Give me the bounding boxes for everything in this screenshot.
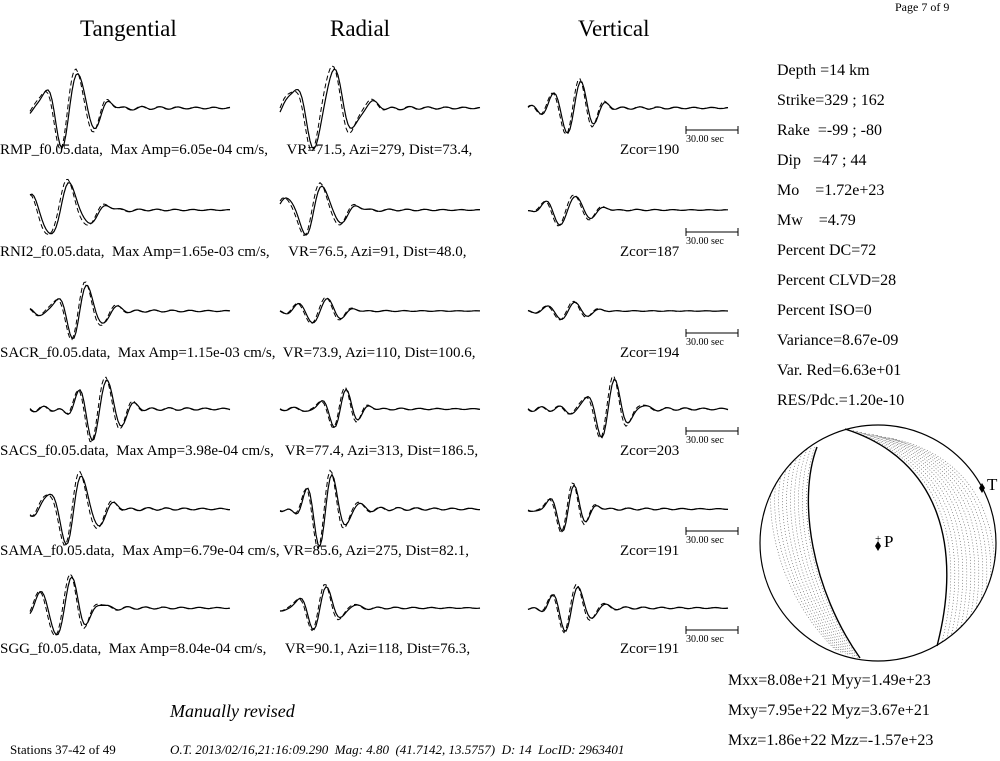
observed-waveform-rni2-radial [279, 185, 480, 236]
observed-waveform-rmp-radial [279, 68, 481, 150]
param-variance: Variance=8.67e-09 [777, 332, 899, 349]
station-label-sacs: SACS_f0.05.data, Max Amp=3.98e-04 cm/s, … [0, 443, 479, 459]
t-axis-diamond [979, 483, 985, 493]
zcor-rmp: Zcor=190 [620, 142, 680, 158]
observed-waveform-sama-radial [279, 473, 480, 548]
observed-waveform-sgg-tangential [29, 575, 231, 636]
synthetic-waveform-rmp-tangential [29, 68, 231, 151]
param-res-pdc: RES/Pdc.=1.20e-10 [777, 392, 905, 409]
zcor-rni2: Zcor=187 [620, 244, 680, 260]
observed-waveform-sacs-vertical [527, 378, 729, 439]
synthetic-waveform-rni2-vertical [527, 194, 729, 227]
column-header-radial: Radial [330, 16, 391, 41]
station-label-rmp: RMP_f0.05.data, Max Amp=6.05e-04 cm/s, V… [0, 142, 473, 158]
synthetic-waveform-sacs-vertical [527, 375, 729, 440]
param-mo: Mo =1.72e+23 [777, 182, 885, 199]
observed-waveform-sacr-tangential [29, 284, 231, 340]
scale-bar [685, 126, 739, 134]
nodal-plane-1 [807, 446, 861, 659]
waveform-plot: 30.00 sec 30.00 sec 30.00 sec 30.00 sec 30.0… [29, 65, 739, 645]
zcor-sgg: Zcor=191 [620, 641, 680, 657]
param-depth: Depth =14 km [777, 62, 870, 79]
scale-bar-label: 30.00 sec [686, 435, 724, 446]
synthetic-waveform-sgg-tangential [29, 573, 231, 636]
synthetic-waveform-sama-tangential [29, 470, 231, 546]
synthetic-waveform-sgg-vertical [527, 583, 729, 634]
p-axis-cross: + [875, 533, 881, 545]
manual-revision-note: Manually revised [170, 701, 295, 721]
tensor-row-2: Mxy=7.95e+22 Myz=3.67e+21 [728, 702, 930, 719]
column-header-vertical: Vertical [578, 16, 650, 41]
scale-bar-label: 30.00 sec [686, 236, 724, 247]
param-mw: Mw =4.79 [777, 212, 856, 229]
param-dip: Dip =47 ; 44 [777, 152, 867, 169]
observed-waveform-rmp-tangential [29, 72, 231, 150]
station-label-sacr: SACR_f0.05.data, Max Amp=1.15e-03 cm/s, … [0, 345, 476, 361]
synthetic-waveform-sama-radial [279, 469, 481, 550]
scale-bar-label: 30.00 sec [686, 535, 724, 546]
synthetic-waveform-sacr-radial [279, 296, 481, 324]
scale-bar [685, 427, 739, 435]
compressional-quadrant-hatching [770, 429, 996, 659]
synthetic-waveform-sacr-vertical [527, 300, 729, 321]
observed-waveform-rni2-tangential [29, 182, 230, 235]
scale-bar [685, 329, 739, 337]
beachball-outline [759, 424, 997, 662]
synthetic-waveform-rni2-tangential [29, 178, 231, 235]
nodal-plane-2 [844, 428, 948, 647]
zcor-sacs: Zcor=203 [620, 443, 680, 459]
scale-bar [685, 527, 739, 535]
param-var-red: Var. Red=6.63e+01 [777, 362, 902, 379]
param-percent-clvd: Percent CLVD=28 [777, 272, 897, 289]
footer-event-info: O.T. 2013/02/16,21:16:09.290 Mag: 4.80 (… [170, 742, 625, 757]
station-label-sama: SAMA_f0.05.data, Max Amp=6.79e-04 cm/s, … [0, 543, 469, 559]
param-percent-iso: Percent ISO=0 [777, 302, 872, 319]
synthetic-waveform-sacs-tangential [29, 376, 231, 443]
p-axis-diamond [875, 541, 881, 551]
tensor-row-1: Mxx=8.08e+21 Myy=1.49e+23 [728, 672, 931, 689]
scale-bar-label: 30.00 sec [686, 134, 724, 145]
column-header-tangential: Tangential [80, 16, 177, 41]
footer-stations: Stations 37-42 of 49 [10, 742, 116, 757]
synthetic-waveform-rni2-radial [279, 182, 481, 237]
station-label-rni2: RNI2_f0.05.data, Max Amp=1.65e-03 cm/s, … [0, 244, 467, 260]
observed-waveform-sama-tangential [29, 475, 231, 546]
synthetic-waveform-sacr-tangential [29, 281, 231, 341]
page-indicator: Page 7 of 9 [895, 0, 950, 14]
param-rake: Rake =-99 ; -80 [777, 122, 882, 139]
synthetic-waveform-sgg-radial [279, 584, 481, 632]
station-label-sgg: SGG_f0.05.data, Max Amp=8.04e-04 cm/s, V… [0, 641, 471, 657]
observed-waveform-sacs-radial [279, 388, 481, 429]
p-axis-label: P [884, 532, 893, 551]
observed-waveform-sama-vertical [527, 483, 729, 533]
synthetic-waveform-rmp-vertical [527, 78, 729, 136]
zcor-sacr: Zcor=194 [620, 345, 680, 361]
observed-waveform-sacs-tangential [29, 379, 231, 442]
param-percent-dc: Percent DC=72 [777, 242, 877, 259]
scale-bar-label: 30.00 sec [686, 337, 724, 348]
synthetic-waveform-rmp-radial [279, 65, 481, 153]
param-strike: Strike=329 ; 162 [777, 92, 885, 109]
observed-waveform-sgg-radial [279, 585, 481, 631]
focal-mechanism-beachball: + P T [759, 424, 998, 662]
t-axis-label: T [987, 475, 998, 494]
scale-bar-label: 30.00 sec [686, 634, 724, 645]
observed-waveform-sgg-vertical [527, 585, 729, 632]
scale-bar [685, 626, 739, 634]
synthetic-waveform-sama-vertical [527, 482, 728, 533]
tensor-row-3: Mxz=1.86e+22 Mzz=-1.57e+23 [728, 732, 934, 749]
scale-bar [685, 228, 739, 236]
zcor-sama: Zcor=191 [620, 543, 680, 559]
synthetic-waveform-sacs-radial [279, 387, 481, 429]
